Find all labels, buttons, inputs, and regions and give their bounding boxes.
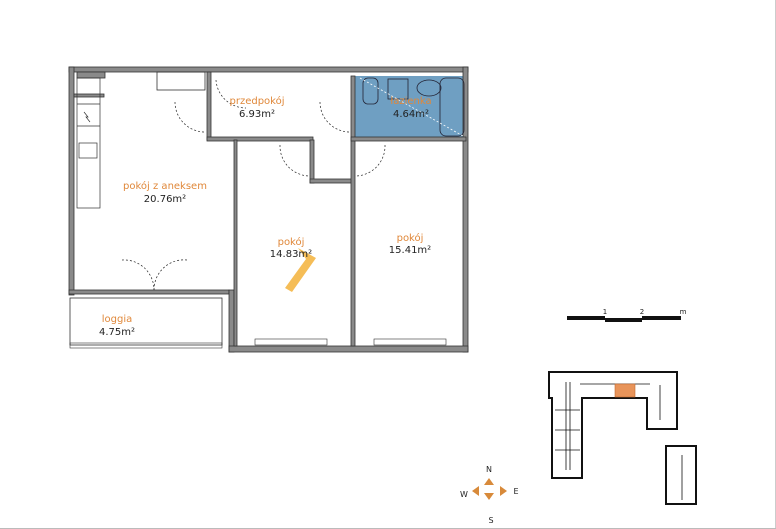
room-name: pokój z aneksem bbox=[123, 180, 207, 192]
arrow-east-icon bbox=[500, 486, 507, 496]
room-name: pokój bbox=[278, 236, 305, 248]
site-plan bbox=[548, 371, 697, 505]
apartment-highlight bbox=[614, 383, 636, 398]
door-swings bbox=[121, 79, 447, 346]
room-area: 15.41m² bbox=[389, 245, 431, 256]
scale-tick: 2 bbox=[640, 308, 644, 316]
arrow-north-icon bbox=[484, 478, 494, 485]
room-name: loggia bbox=[102, 314, 133, 325]
kitchen-counter bbox=[76, 77, 101, 209]
room-area: 6.93m² bbox=[239, 109, 275, 120]
scale-tick: 1 bbox=[603, 308, 607, 316]
compass-s: S bbox=[488, 516, 493, 525]
arrow-west-icon bbox=[472, 486, 479, 496]
room-name: pokój bbox=[397, 232, 424, 244]
watermark-logo bbox=[285, 248, 316, 292]
room-area: 4.64m² bbox=[393, 109, 429, 120]
bathroom-fill bbox=[355, 76, 466, 140]
walls bbox=[68, 66, 469, 353]
bathroom-fixtures bbox=[359, 77, 465, 137]
room-area: 14.83m² bbox=[270, 249, 312, 260]
room-name: łazienka bbox=[390, 96, 431, 107]
room-area: 20.76m² bbox=[144, 194, 186, 205]
room-area: 4.75m² bbox=[99, 327, 135, 338]
arrow-south-icon bbox=[484, 493, 494, 500]
compass-e: E bbox=[513, 487, 518, 496]
compass: N S W E bbox=[460, 465, 518, 525]
room-name: przedpokój bbox=[229, 95, 284, 107]
scale-unit: m bbox=[680, 308, 687, 316]
compass-w: W bbox=[460, 490, 468, 499]
compass-n: N bbox=[486, 465, 492, 474]
scale-bar: 1 2 m bbox=[567, 308, 687, 322]
